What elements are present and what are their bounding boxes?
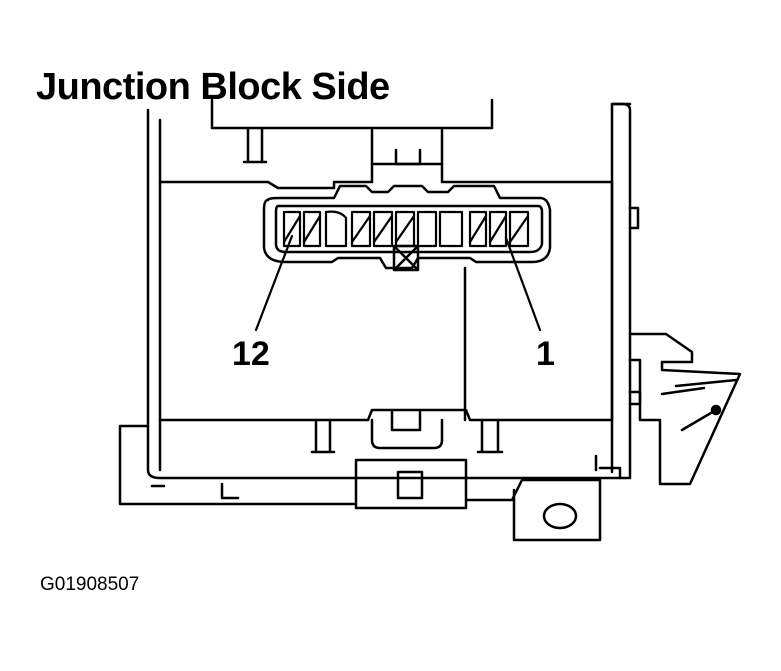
pin-cavities [282, 210, 530, 248]
upper-panel [158, 162, 614, 422]
housing-outline [146, 102, 632, 480]
bracket-window [396, 470, 424, 500]
right-tab-upper [628, 206, 640, 230]
connector-latch [392, 244, 420, 272]
lower-stud-right [476, 418, 504, 454]
lower-clip [370, 410, 444, 450]
right-mount-inner [660, 378, 738, 432]
top-stud-left [242, 126, 268, 164]
bracket-foot-left [150, 482, 240, 500]
right-mount [628, 332, 742, 486]
pin-label-1: 1 [536, 335, 555, 373]
figure-id: G01908507 [40, 574, 140, 595]
bottom-bracket [118, 424, 602, 542]
right-mount-hole [710, 404, 722, 416]
bracket-hole [542, 502, 578, 530]
bracket-tab-right [594, 454, 622, 480]
pin-label-12: 12 [232, 335, 270, 373]
right-tab-lower [628, 390, 642, 406]
leader-line-12 [254, 234, 294, 332]
lower-stud-left [310, 418, 336, 454]
leader-line-1 [504, 236, 542, 332]
top-plate [210, 98, 494, 130]
connector-shell [262, 184, 552, 270]
connector-inner [274, 204, 544, 254]
top-clip [370, 128, 444, 166]
